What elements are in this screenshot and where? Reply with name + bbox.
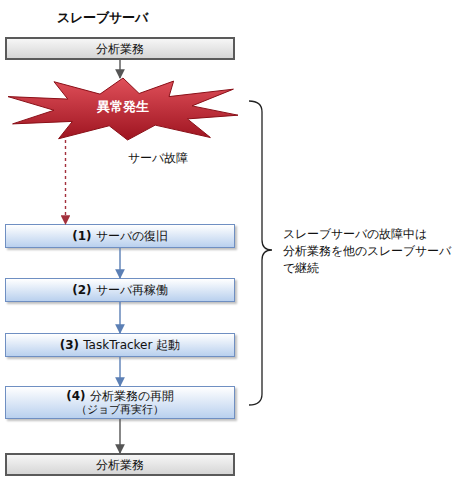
edge-label: サーバ故障 [128, 150, 188, 167]
step-box: (3) TaskTracker 起動 [5, 333, 235, 357]
diagram-title: スレーブサーバ [57, 9, 148, 27]
flow-arrow [119, 302, 120, 333]
event-starburst: 異常発生 [8, 78, 238, 140]
step-box: (2) サーバ再稼働 [5, 278, 235, 302]
node-text: 分析業務 [96, 42, 144, 56]
node-text: (2) サーバ再稼働 [72, 283, 168, 297]
step-box: (4) 分析業務の再開（ジョブ再実行） [5, 386, 235, 419]
node-text: (3) TaskTracker 起動 [60, 338, 181, 352]
step-box: (1) サーバの復旧 [5, 224, 235, 248]
curly-bracket [249, 101, 272, 405]
node-subtext: （ジョブ再実行） [76, 403, 164, 417]
process-box: 分析業務 [5, 37, 235, 60]
node-text: 分析業務 [96, 458, 144, 472]
node-text: 異常発生 [97, 100, 149, 114]
starburst-outline [8, 78, 238, 140]
process-box: 分析業務 [5, 453, 235, 476]
flow-arrow [119, 248, 120, 278]
node-text: (4) 分析業務の再開 [66, 389, 174, 403]
node-text: (1) サーバの復旧 [72, 229, 168, 243]
flow-arrow [119, 419, 120, 453]
flow-arrow [65, 140, 66, 224]
flow-arrow [119, 60, 120, 78]
flow-arrow [119, 357, 120, 386]
note-text: スレーブサーバの故障中は 分析業務を他のスレーブサーバ で継続 [283, 226, 465, 277]
